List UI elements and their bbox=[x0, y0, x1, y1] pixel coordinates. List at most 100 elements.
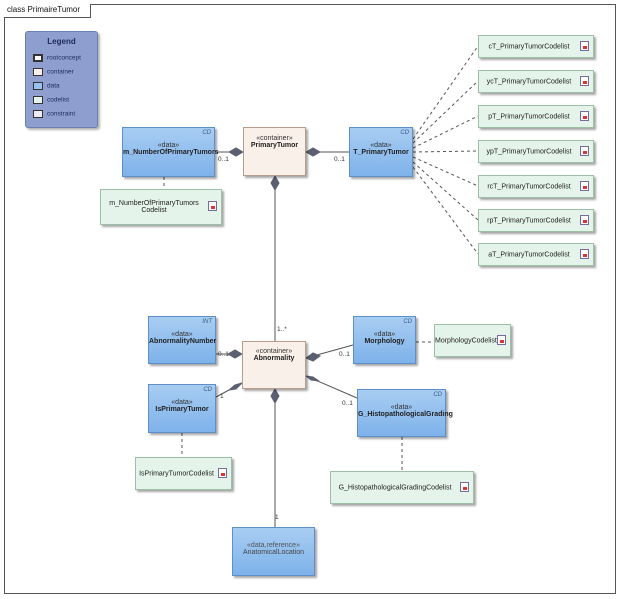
class-name: AbnormalityNumber bbox=[149, 338, 217, 345]
legend-label: constraint bbox=[47, 110, 76, 118]
codelist-icon bbox=[218, 467, 227, 478]
multiplicity-label: 0..1 bbox=[334, 156, 345, 163]
class-abnormality-number[interactable]: INT «data» AbnormalityNumber bbox=[148, 316, 216, 364]
codelist-ct[interactable]: cT_PrimaryTumorCodelist bbox=[478, 35, 594, 58]
dep-line-ypt bbox=[412, 150, 479, 153]
stereotype: «container» bbox=[255, 348, 293, 355]
class-anatomical-location[interactable]: «data,reference» AnatomicalLocation bbox=[232, 527, 315, 576]
multiplicity-label: 0..1 bbox=[339, 351, 350, 358]
stereotype: «data» bbox=[171, 399, 193, 406]
class-name: Morphology bbox=[364, 338, 405, 345]
codelist-pt[interactable]: pT_PrimaryTumorCodelist bbox=[478, 105, 594, 128]
legend-label: container bbox=[47, 68, 74, 76]
codelist-name: aT_PrimaryTumorCodelist bbox=[488, 251, 570, 258]
codelist-at[interactable]: aT_PrimaryTumorCodelist bbox=[478, 243, 594, 266]
dep-line-ct bbox=[412, 45, 479, 140]
dep-line-yct bbox=[412, 80, 479, 144]
class-histopathological-grading[interactable]: CD «data» G_HistopathologicalGrading bbox=[357, 389, 453, 437]
class-name: G_HistopathologicalGrading bbox=[358, 411, 453, 418]
codelist-icon bbox=[497, 334, 506, 345]
class-name: m_NumberOfPrimaryTumors bbox=[123, 149, 219, 156]
codelist-number-of-primary-tumors[interactable]: m_NumberOfPrimaryTumors Codelist bbox=[100, 189, 222, 225]
legend: Legend rootconcept container data codeli… bbox=[25, 31, 98, 128]
codelist-icon bbox=[580, 145, 589, 156]
codelist-rpt[interactable]: rpT_PrimaryTumorCodelist bbox=[478, 209, 594, 232]
legend-item: data bbox=[33, 82, 60, 90]
codelist-name: m_NumberOfPrimaryTumors Codelist bbox=[109, 200, 199, 214]
legend-item: constraint bbox=[33, 110, 75, 118]
type-tag: CD bbox=[203, 387, 212, 393]
diamond-number bbox=[227, 147, 245, 157]
class-t-primary-tumor[interactable]: CD «data» T_PrimaryTumor bbox=[349, 127, 413, 177]
codelist-icon bbox=[208, 201, 217, 211]
dep-line-at bbox=[412, 166, 479, 255]
multiplicity-label: 1..* bbox=[277, 326, 287, 333]
codelist-name: pT_PrimaryTumorCodelist bbox=[488, 113, 570, 120]
class-name: PrimaryTumor bbox=[250, 142, 299, 149]
codelist-name: ycT_PrimaryTumorCodelist bbox=[486, 78, 572, 85]
codelist-histopathological-grading[interactable]: G_HistopathologicalGradingCodelist bbox=[330, 471, 474, 504]
legend-item: container bbox=[33, 68, 74, 76]
type-tag: INT bbox=[202, 319, 212, 325]
stereotype: «data» bbox=[390, 404, 413, 411]
legend-label: data bbox=[47, 82, 60, 90]
class-name: Abnormality bbox=[253, 355, 295, 362]
codelist-name: IsPrimaryTumorCodelist bbox=[139, 470, 214, 477]
frame-title: class PrimaireTumor bbox=[4, 4, 92, 18]
legend-swatch bbox=[33, 68, 43, 76]
diamond-morphology bbox=[304, 352, 322, 362]
codelist-ypt[interactable]: ypT_PrimaryTumorCodelist bbox=[478, 140, 594, 163]
multiplicity-label: 0..1 bbox=[342, 400, 353, 407]
class-primary-tumor[interactable]: «container» PrimaryTumor bbox=[243, 127, 306, 176]
diamond-abn-number bbox=[226, 349, 244, 359]
diamond-histo bbox=[304, 375, 320, 382]
multiplicity-label: 1 bbox=[220, 393, 224, 400]
class-name: IsPrimaryTumor bbox=[155, 406, 209, 413]
codelist-rct[interactable]: rcT_PrimaryTumorCodelist bbox=[478, 175, 594, 198]
stereotype: «data» bbox=[370, 142, 392, 149]
codelist-name: MorphologyCodelist bbox=[435, 337, 497, 344]
class-name: T_PrimaryTumor bbox=[353, 149, 409, 156]
legend-swatch bbox=[33, 96, 43, 104]
diamond-t-primary bbox=[304, 147, 322, 157]
diagram-frame bbox=[4, 4, 616, 594]
legend-label: rootconcept bbox=[47, 54, 81, 62]
codelist-icon bbox=[580, 110, 589, 121]
type-tag: CD bbox=[433, 392, 442, 398]
stereotype: «container» bbox=[256, 135, 293, 142]
codelist-is-primary-tumor[interactable]: IsPrimaryTumorCodelist bbox=[135, 457, 232, 490]
codelist-morphology[interactable]: MorphologyCodelist bbox=[434, 324, 511, 357]
legend-swatch bbox=[33, 54, 43, 62]
multiplicity-label: 0..1 bbox=[218, 156, 229, 163]
type-tag: CD bbox=[202, 130, 211, 136]
codelist-icon bbox=[580, 40, 589, 51]
codelist-icon bbox=[580, 214, 589, 225]
class-is-primary-tumor[interactable]: CD «data» IsPrimaryTumor bbox=[148, 384, 216, 433]
legend-swatch bbox=[33, 82, 43, 90]
class-morphology[interactable]: CD «data» Morphology bbox=[353, 316, 416, 364]
codelist-icon bbox=[580, 75, 589, 86]
codelist-icon bbox=[580, 180, 589, 191]
codelist-name: G_HistopathologicalGradingCodelist bbox=[338, 484, 452, 491]
dep-line-rct bbox=[412, 156, 479, 187]
codelist-icon bbox=[580, 248, 589, 259]
codelist-yct[interactable]: ycT_PrimaryTumorCodelist bbox=[478, 70, 594, 93]
codelist-name: rcT_PrimaryTumorCodelist bbox=[487, 183, 571, 190]
codelist-name: rpT_PrimaryTumorCodelist bbox=[487, 217, 571, 224]
type-tag: CD bbox=[403, 319, 412, 325]
codelist-icon bbox=[460, 481, 469, 492]
class-number-of-primary-tumors[interactable]: CD «data» m_NumberOfPrimaryTumors bbox=[122, 127, 219, 177]
diamond-is-primary bbox=[227, 381, 244, 391]
codelist-name: cT_PrimaryTumorCodelist bbox=[488, 43, 570, 50]
stereotype: «data,reference» bbox=[247, 542, 300, 549]
legend-item: rootconcept bbox=[33, 54, 81, 62]
class-abnormality[interactable]: «container» Abnormality bbox=[242, 341, 306, 389]
legend-swatch bbox=[33, 110, 43, 118]
dep-line-rpt bbox=[412, 161, 479, 221]
legend-label: codelist bbox=[47, 96, 70, 104]
legend-item: codelist bbox=[33, 96, 69, 104]
diamond-anatomical bbox=[270, 387, 280, 405]
stereotype: «data» bbox=[171, 331, 193, 338]
diamond-abnormality bbox=[270, 174, 280, 192]
